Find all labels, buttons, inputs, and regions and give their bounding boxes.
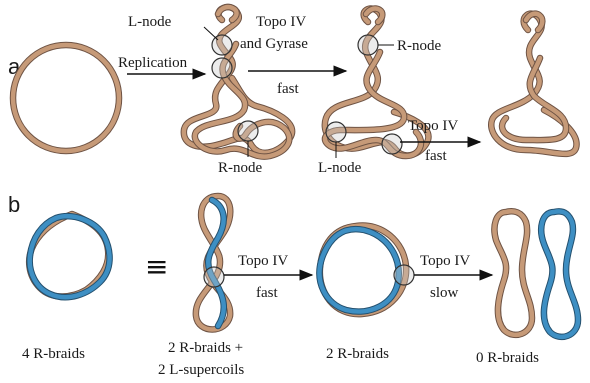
equivalence-sign: ≡ <box>145 250 168 283</box>
topo-gyrase-label-line1: Topo IV <box>256 14 306 30</box>
fast-label-1: fast <box>277 81 299 97</box>
decatenated-brown-ring <box>491 208 536 339</box>
r-node-label-bottom: R-node <box>218 160 263 176</box>
fast-label-2: fast <box>425 148 447 164</box>
caption-0-r-braids: 0 R-braids <box>476 350 539 366</box>
circular-dna <box>9 41 123 155</box>
topo-iv-label-b1: Topo IV <box>238 253 288 269</box>
caption-2-r-braids-plus: 2 R-braids + <box>168 340 243 356</box>
four-r-braids-ring <box>25 210 113 301</box>
caption-4-r-braids: 4 R-braids <box>22 346 85 362</box>
topo-iv-label-b2: Topo IV <box>420 253 470 269</box>
slow-label-b: slow <box>430 285 459 301</box>
topo-iv-site-marker-2 <box>393 264 415 286</box>
fast-label-b: fast <box>256 285 278 301</box>
l-node-label-bottom: L-node <box>318 160 362 176</box>
caption-2-l-supercoils: 2 L-supercoils <box>158 362 244 378</box>
topo-iv-site-marker-1 <box>203 266 225 288</box>
decatenated-blue-ring <box>538 208 582 341</box>
replication-label: Replication <box>118 55 188 71</box>
l-node-marker-top <box>211 34 233 56</box>
replication-fork-marker <box>211 57 233 79</box>
supercoiled-intermediate <box>192 192 234 333</box>
two-r-braids-ring <box>316 222 410 318</box>
l-node-label-top: L-node <box>128 14 172 30</box>
l-node-marker-bottom <box>325 121 347 143</box>
caption-2-r-braids: 2 R-braids <box>326 346 389 362</box>
replication-product <box>488 10 580 158</box>
r-node-marker-bottom <box>237 120 259 142</box>
topo-iv-label-a: Topo IV <box>408 118 458 134</box>
topo-gyrase-label-line2: and Gyrase <box>240 36 308 52</box>
replication-intermediate-2 <box>321 5 432 160</box>
panel-b-letter: b <box>8 192 20 217</box>
r-node-label-top: R-node <box>397 38 442 54</box>
r-node-marker-top <box>357 34 379 56</box>
unlinking-node-marker <box>381 133 403 155</box>
